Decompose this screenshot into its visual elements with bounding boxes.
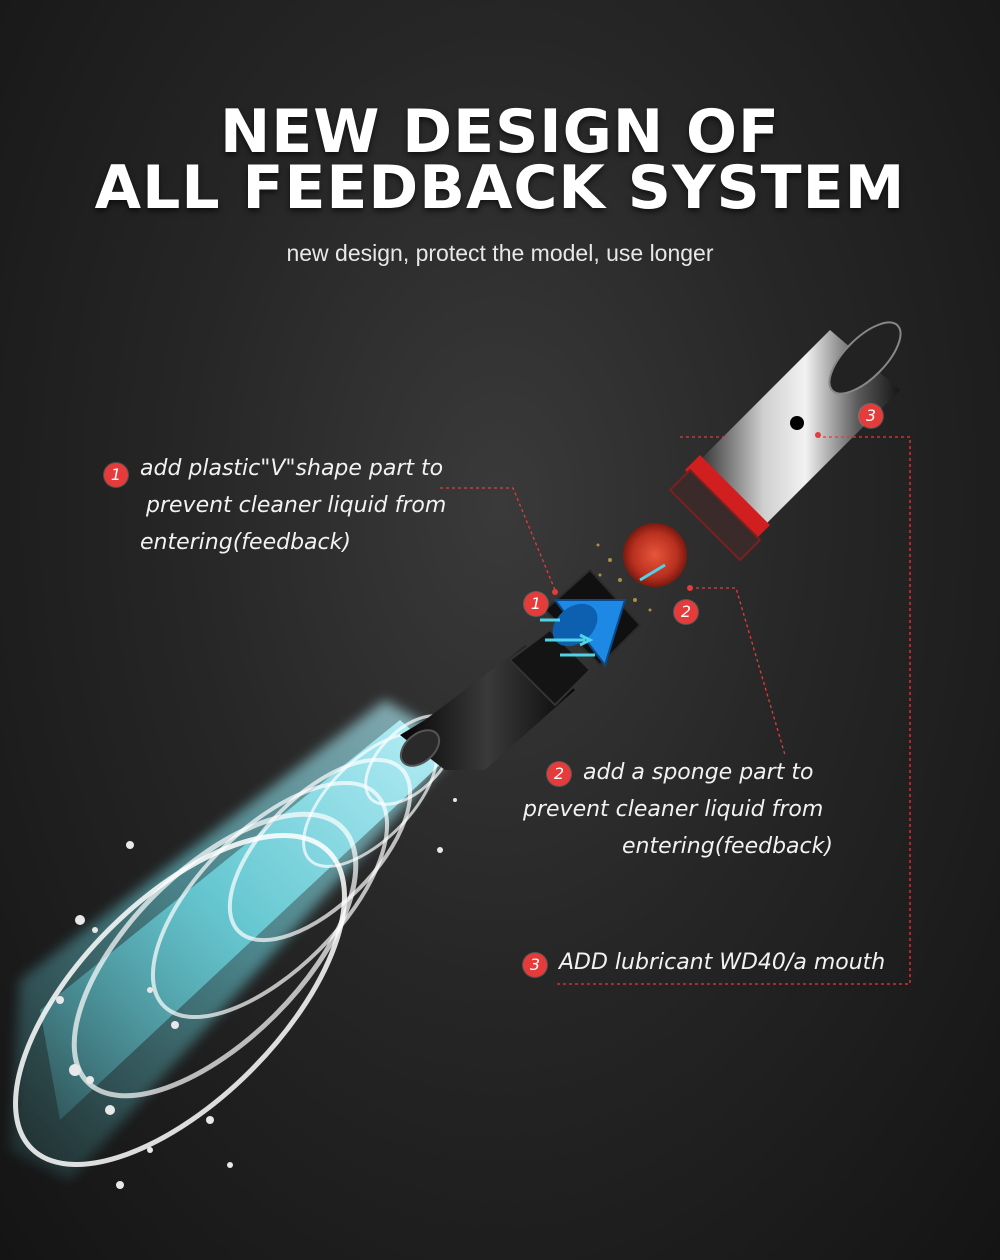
page-title-line2: ALL FEEDBACK SYSTEM xyxy=(94,153,906,223)
callout-2-line-2: prevent cleaner liquid from xyxy=(523,797,824,822)
callout-2-line-1: add a sponge part to xyxy=(583,760,814,785)
callout-1-text: add plastic"V"shape part to prevent clea… xyxy=(140,450,446,561)
page-title-line1: NEW DESIGN OF xyxy=(220,97,780,167)
callout-1-line-1: add plastic"V"shape part to xyxy=(140,456,444,481)
callout-1-line-3: entering(feedback) xyxy=(140,530,351,555)
marker-1-badge: 1 xyxy=(524,592,548,616)
marker-2-badge: 2 xyxy=(674,600,698,624)
callout-2-badge: 2 xyxy=(547,762,571,786)
callout-1-badge: 1 xyxy=(104,463,128,487)
page-subtitle: new design, protect the model, use longe… xyxy=(286,240,714,266)
callout-2-line-3: entering(feedback) xyxy=(622,834,833,859)
air-spray-icon xyxy=(10,700,488,1189)
callout-3-line-1: ADD lubricant WD40/a mouth xyxy=(559,950,886,975)
callout-1-line-2: prevent cleaner liquid from xyxy=(146,493,447,518)
callout-3-badge: 3 xyxy=(523,953,547,977)
callout-2-text: add a sponge part to prevent cleaner liq… xyxy=(523,754,843,865)
marker-3-badge: 3 xyxy=(859,404,883,428)
sponge-icon xyxy=(623,523,687,587)
v-shape-part-icon xyxy=(540,563,666,668)
callout-3-text: ADD lubricant WD40/a mouth xyxy=(559,944,885,981)
